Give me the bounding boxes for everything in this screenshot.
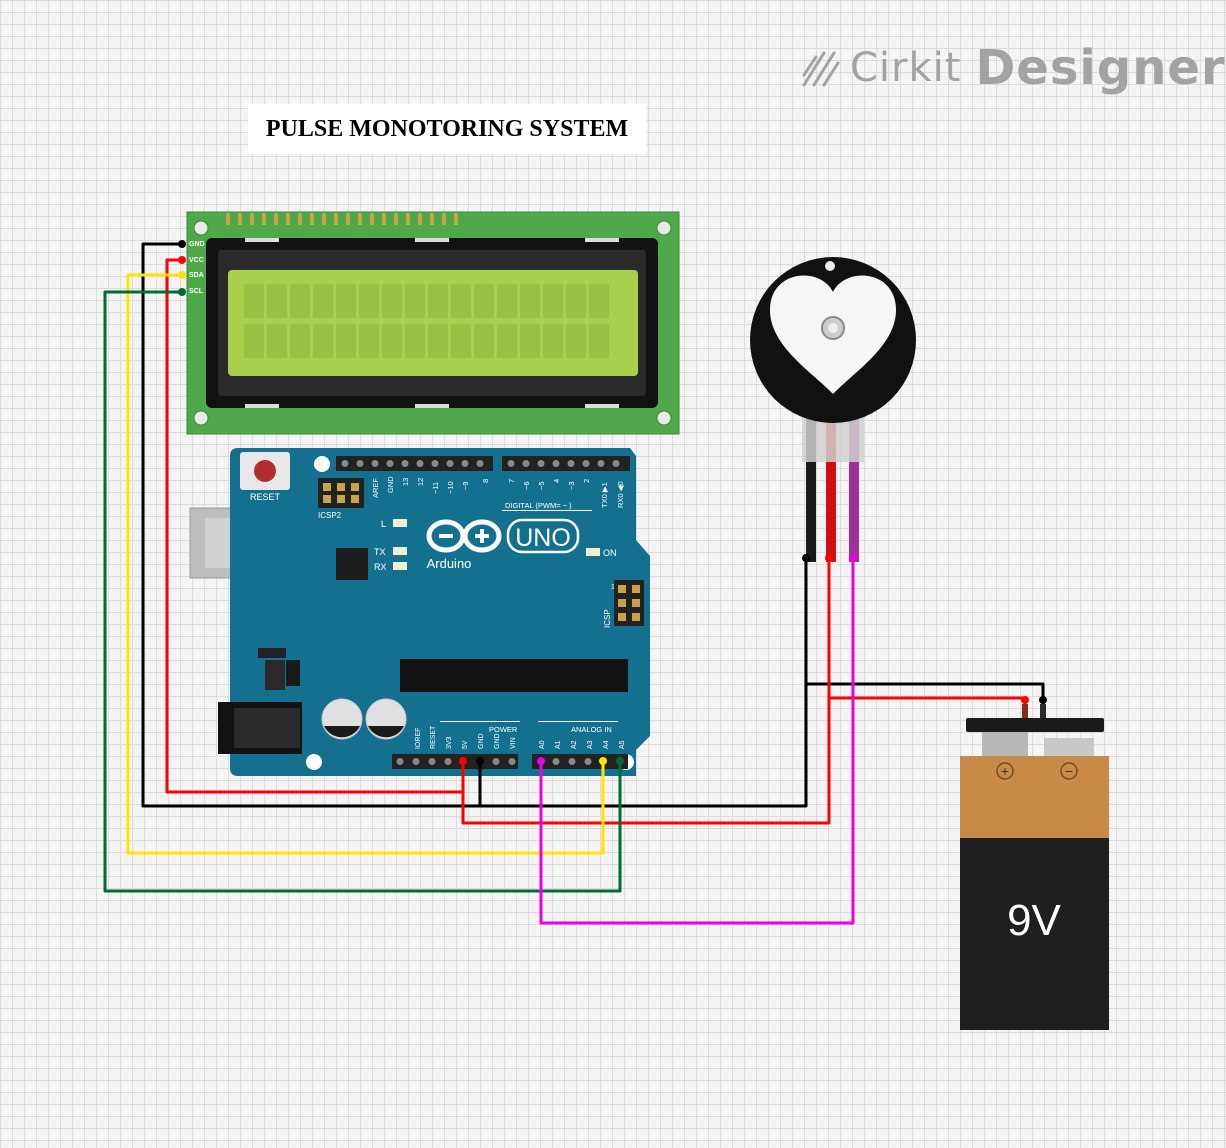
analog-header-label: ANALOG IN: [571, 725, 612, 734]
pin-label-tx0: TX0 ▶1: [600, 482, 609, 508]
pin-label-a3: A3: [587, 740, 594, 749]
pin-label-4: 4: [552, 479, 561, 483]
atmega-chip: [400, 659, 628, 692]
battery-negative-label: −: [1065, 763, 1073, 779]
led-on: [586, 548, 600, 556]
led-on-label: ON: [603, 548, 617, 558]
diagram-title-box: PULSE MONOTORING SYSTEM: [248, 104, 646, 154]
pin-label-reset: RESET: [430, 725, 437, 749]
pin-label-9: ~9: [461, 481, 470, 490]
lcd-pin-vcc-label: VCC: [189, 257, 204, 264]
diagram-title: PULSE MONOTORING SYSTEM: [265, 115, 629, 142]
pin-label-gnd-digital: GND: [386, 476, 395, 493]
pin-label-5v: 5V: [462, 740, 469, 749]
pulse-sensor[interactable]: [750, 257, 916, 562]
pin-label-12: 12: [416, 478, 425, 486]
pin-label-6: ~6: [522, 481, 531, 490]
battery-terminal-negative: [1044, 738, 1094, 758]
battery-terminal-positive: [982, 732, 1028, 758]
usb-chip: [336, 548, 368, 580]
pin-label-a4: A4: [603, 740, 610, 749]
battery-9v[interactable]: + − 9V: [960, 718, 1109, 1030]
led-tx: [393, 547, 407, 555]
lcd-character-cells: [244, 284, 609, 358]
lcd-pin-scl-label: SCL: [189, 288, 204, 295]
led-rx-label: RX: [374, 562, 387, 572]
pin-label-aref: AREF: [371, 478, 380, 498]
pin-label-a2: A2: [571, 740, 578, 749]
icsp-label: ICSP: [603, 609, 612, 628]
pin-label-ioref: IOREF: [415, 728, 422, 749]
analog-header: [532, 754, 628, 769]
power-header-label: POWER: [489, 725, 518, 734]
digital-header-label: DIGITAL (PWM= ~ ): [505, 501, 572, 510]
uno-model-label: UNO: [515, 524, 571, 552]
pin-label-5: ~5: [537, 481, 546, 490]
arduino-logo-text: Arduino: [427, 556, 472, 571]
pin-label-3: ~3: [567, 481, 576, 490]
pin-label-7: 7: [507, 479, 516, 483]
lcd-module[interactable]: GND VCC SDA SCL: [186, 211, 680, 435]
icsp2-label: ICSP2: [318, 511, 342, 520]
arduino-infinity-icon: [426, 519, 502, 553]
pin-label-11: ~11: [431, 482, 440, 494]
digital-header-right: [502, 456, 630, 471]
led-l-label: L: [381, 519, 386, 529]
pin-label-gnd-1: GND: [478, 733, 485, 749]
cirkit-logo-icon: [802, 51, 840, 87]
wire-endpoints: [178, 240, 1047, 765]
battery-voltage-label: 9V: [1007, 896, 1061, 945]
battery-positive-label: +: [1001, 763, 1009, 779]
icsp2-header: [318, 478, 364, 508]
lcd-pin-gnd-label: GND: [189, 241, 205, 248]
lcd-header-pins: [226, 213, 458, 225]
brand-name-bold: Designer: [975, 40, 1226, 96]
brand-name-light: Cirkit: [850, 45, 962, 91]
led-l: [393, 519, 407, 527]
cirkit-designer-brand: Cirkit Designer: [800, 38, 1226, 98]
pin-label-gnd-2: GND: [494, 733, 501, 749]
led-rx: [393, 562, 407, 570]
pin-label-3v3: 3V3: [446, 736, 453, 749]
lcd-pin-sda-label: SDA: [189, 272, 204, 279]
pin-label-a1: A1: [555, 740, 562, 749]
arduino-uno-board[interactable]: RESET ICSP2 L TX RX ON Arduino UNO 1 ICS…: [189, 448, 650, 776]
pin-label-a5: A5: [619, 740, 626, 749]
pin-label-2: 2: [582, 479, 591, 483]
pin-label-13: 13: [401, 478, 410, 486]
pin-label-a0: A0: [539, 740, 546, 749]
pin-label-8: 8: [481, 479, 490, 483]
led-tx-label: TX: [374, 547, 386, 557]
power-header: [392, 754, 518, 769]
icsp-pin1-label: 1: [611, 584, 615, 591]
pin-label-10: ~10: [446, 481, 455, 494]
pin-label-vin: VIN: [510, 737, 517, 749]
reset-label: RESET: [250, 492, 281, 502]
digital-header-left: [336, 456, 493, 471]
pin-label-rx0: RX0 ◀0: [616, 481, 625, 508]
